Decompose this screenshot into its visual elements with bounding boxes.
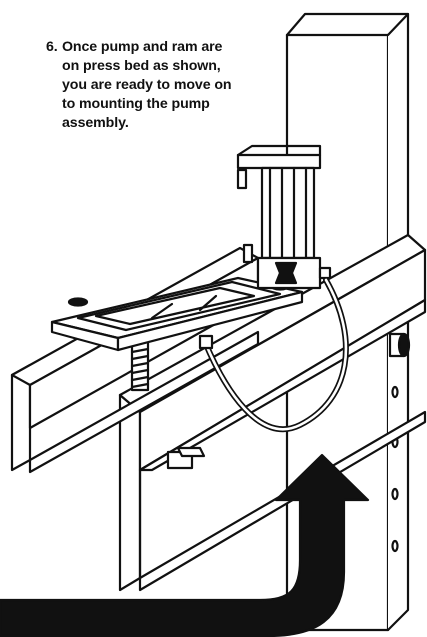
step-text: Once pump and ram are on press bed as sh… — [62, 39, 232, 131]
ram-base-plate — [50, 276, 304, 352]
step-instruction: 6. Once pump and ram are on press bed as… — [46, 38, 232, 133]
bed-fitting — [166, 446, 206, 470]
ram-cylinder — [236, 144, 332, 290]
hydraulic-hose — [198, 277, 349, 433]
step-number: 6. — [46, 39, 58, 55]
direction-arrow-icon — [0, 453, 370, 637]
